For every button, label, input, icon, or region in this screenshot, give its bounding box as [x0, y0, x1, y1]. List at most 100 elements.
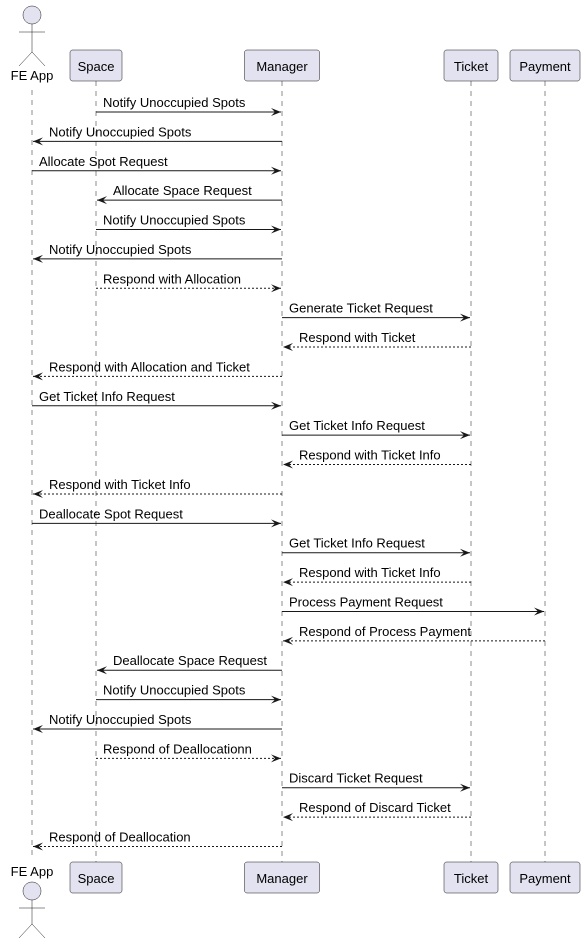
participant-box	[69, 49, 123, 82]
participant-label-payment-bottom: Payment	[519, 871, 571, 886]
participant-box	[244, 49, 320, 82]
message-11: Get Ticket Info Request	[32, 389, 281, 410]
arrowhead-icon	[271, 108, 281, 116]
arrowhead-icon	[271, 754, 281, 763]
message-label: Respond with Ticket	[299, 330, 416, 345]
message-label: Respond with Allocation	[103, 271, 241, 286]
arrowhead-icon	[283, 813, 293, 822]
message-7: Respond with Allocation	[96, 271, 281, 293]
participant-manager-top: Manager	[244, 49, 320, 82]
lifelines	[31, 81, 546, 862]
arrowhead-icon	[460, 431, 470, 440]
arrowhead-icon	[97, 666, 107, 675]
arrowhead-icon	[33, 372, 43, 381]
message-12: Get Ticket Info Request	[282, 418, 470, 440]
participant-ticket-top: Ticket	[443, 49, 499, 82]
arrowhead-icon	[33, 842, 43, 851]
message-8: Generate Ticket Request	[282, 301, 470, 322]
arrowhead-icon	[271, 284, 281, 293]
participant-box	[509, 861, 581, 894]
message-18: Process Payment Request	[282, 594, 544, 616]
participant-label-payment-top: Payment	[519, 59, 571, 74]
participant-label-space-top: Space	[78, 59, 115, 74]
message-9: Respond with Ticket	[283, 330, 471, 352]
message-label: Respond of Deallocationn	[103, 741, 252, 756]
actor-body-icon	[18, 24, 46, 67]
message-label: Allocate Space Request	[113, 183, 252, 198]
message-16: Get Ticket Info Request	[282, 536, 470, 557]
message-label: Notify Unoccupied Spots	[49, 712, 192, 727]
message-label: Respond with Ticket Info	[299, 448, 441, 463]
arrowhead-icon	[33, 489, 43, 498]
participant-payment-bottom: Payment	[509, 861, 581, 894]
message-19: Respond of Process Payment	[283, 624, 545, 645]
participant-manager-bottom: Manager	[244, 861, 320, 894]
message-label: Allocate Spot Request	[39, 154, 168, 169]
message-label: Respond of Deallocation	[49, 830, 191, 845]
actor-body-icon	[18, 900, 46, 939]
arrowhead-icon	[271, 225, 281, 234]
message-3: Allocate Spot Request	[32, 154, 281, 175]
participant-space-top: Space	[69, 49, 123, 82]
participant-label-ticket-bottom: Ticket	[454, 871, 489, 886]
message-label: Deallocate Space Request	[113, 653, 267, 668]
message-10: Respond with Allocation and Ticket	[33, 359, 282, 381]
message-label: Notify Unoccupied Spots	[49, 124, 192, 139]
arrowhead-icon	[460, 783, 470, 792]
arrowhead-icon	[460, 313, 470, 322]
message-label: Respond of Process Payment	[299, 624, 471, 639]
participant-label-manager-bottom: Manager	[256, 871, 308, 886]
message-label: Respond with Ticket Info	[299, 565, 441, 580]
participant-box	[69, 861, 123, 894]
message-21: Notify Unoccupied Spots	[96, 683, 281, 704]
arrowhead-icon	[33, 724, 43, 733]
message-20: Deallocate Space Request	[97, 653, 282, 675]
message-label: Respond of Discard Ticket	[299, 800, 451, 815]
message-label: Generate Ticket Request	[289, 301, 433, 316]
message-17: Respond with Ticket Info	[283, 565, 471, 587]
arrowhead-icon	[33, 254, 43, 263]
participant-label-fe-bottom: FE App	[11, 864, 54, 879]
message-1: Notify Unoccupied Spots	[96, 95, 281, 116]
actor-head-icon	[22, 881, 42, 901]
message-label: Respond with Ticket Info	[49, 477, 191, 492]
message-23: Respond of Deallocationn	[96, 741, 281, 763]
arrowhead-icon	[271, 401, 281, 410]
actor-fe-top: FE App	[11, 5, 54, 83]
arrowhead-icon	[283, 460, 293, 469]
participant-space-bottom: Space	[69, 861, 123, 894]
participant-box	[244, 861, 320, 894]
arrowhead-icon	[283, 636, 293, 645]
message-label: Process Payment Request	[289, 594, 443, 609]
participant-label-fe-top: FE App	[11, 68, 54, 83]
message-label: Notify Unoccupied Spots	[103, 213, 246, 228]
message-22: Notify Unoccupied Spots	[33, 712, 282, 733]
message-label: Notify Unoccupied Spots	[103, 95, 246, 110]
message-label: Deallocate Spot Request	[39, 506, 183, 521]
arrowhead-icon	[271, 519, 281, 528]
participant-box	[443, 49, 499, 82]
message-label: Notify Unoccupied Spots	[103, 683, 246, 698]
message-14: Respond with Ticket Info	[33, 477, 282, 498]
arrowhead-icon	[33, 137, 43, 146]
message-label: Notify Unoccupied Spots	[49, 242, 192, 257]
participant-payment-top: Payment	[509, 49, 581, 82]
participant-box	[509, 49, 581, 82]
arrowhead-icon	[97, 196, 107, 205]
actor-fe-bottom: FE App	[11, 864, 54, 939]
message-6: Notify Unoccupied Spots	[33, 242, 282, 263]
participant-label-space-bottom: Space	[78, 871, 115, 886]
participant-label-manager-top: Manager	[256, 59, 308, 74]
participant-box	[443, 861, 499, 894]
participant-label-ticket-top: Ticket	[454, 59, 489, 74]
message-label: Get Ticket Info Request	[39, 389, 175, 404]
message-label: Discard Ticket Request	[289, 771, 423, 786]
arrowhead-icon	[460, 548, 470, 557]
message-13: Respond with Ticket Info	[283, 448, 471, 469]
message-25: Respond of Discard Ticket	[283, 800, 471, 822]
arrowhead-icon	[534, 607, 544, 616]
arrowhead-icon	[283, 578, 293, 587]
